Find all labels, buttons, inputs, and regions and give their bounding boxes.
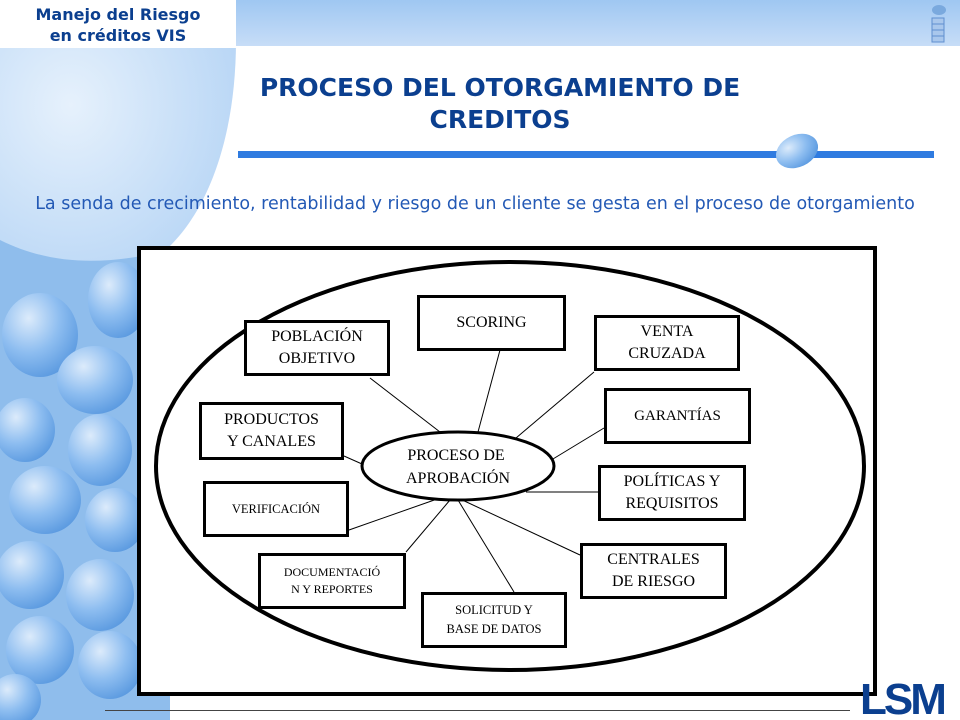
connector-documentacion: [405, 499, 451, 553]
connector-venta: [515, 371, 595, 439]
accent-bubble: [775, 133, 819, 169]
large-bubble: [0, 40, 236, 300]
accent-bar: [238, 151, 934, 158]
node-solicitud-base-datos: SOLICITUD Y BASE DE DATOS: [421, 592, 567, 648]
connector-verificacion: [348, 497, 441, 531]
connector-solicitud: [457, 499, 515, 593]
header-line-2: en créditos VIS: [49, 26, 187, 45]
node-garantias: GARANTÍAS: [604, 388, 751, 444]
bubble-group: [0, 262, 148, 720]
header-label: Manejo del Riesgo en créditos VIS: [0, 0, 236, 48]
node-productos-canales: PRODUCTOS Y CANALES: [199, 402, 344, 460]
svg-text:LSM: LSM: [860, 675, 944, 718]
center-ellipse: [360, 430, 556, 502]
node-documentacion-reportes: DOCUMENTACIÓ N Y REPORTES: [258, 553, 406, 609]
node-centrales-riesgo: CENTRALES DE RIESGO: [580, 543, 727, 599]
top-band: [236, 0, 960, 46]
brand-logo: LSM: [860, 675, 947, 718]
connector-poblacion: [369, 377, 441, 433]
connector-garantias: [547, 427, 605, 463]
node-venta-cruzada: VENTA CRUZADA: [594, 315, 740, 371]
node-scoring: SCORING: [417, 295, 566, 351]
node-verificacion: VERIFICACIÓN: [203, 481, 349, 537]
footer-divider: [105, 710, 850, 711]
connector-productos: [343, 455, 363, 465]
title-line-2: CREDITOS: [429, 105, 571, 134]
info-icon: [931, 5, 946, 43]
node-poblacion-objetivo: POBLACIÓN OBJETIVO: [244, 320, 390, 376]
subtitle: La senda de crecimiento, rentabilidad y …: [35, 194, 915, 214]
connector-lines: [343, 349, 605, 593]
outer-ellipse: [154, 260, 866, 672]
node-politicas-requisitos: POLÍTICAS Y REQUISITOS: [598, 465, 746, 521]
title-line-1: PROCESO DEL OTORGAMIENTO DE: [259, 73, 741, 102]
header-line-1: Manejo del Riesgo: [35, 5, 201, 24]
page-title: PROCESO DEL OTORGAMIENTO DE CREDITOS: [120, 72, 880, 136]
center-label: PROCESO DE APROBACIÓN: [406, 447, 510, 487]
connector-centrales: [457, 497, 581, 556]
connector-scoring: [477, 349, 501, 433]
